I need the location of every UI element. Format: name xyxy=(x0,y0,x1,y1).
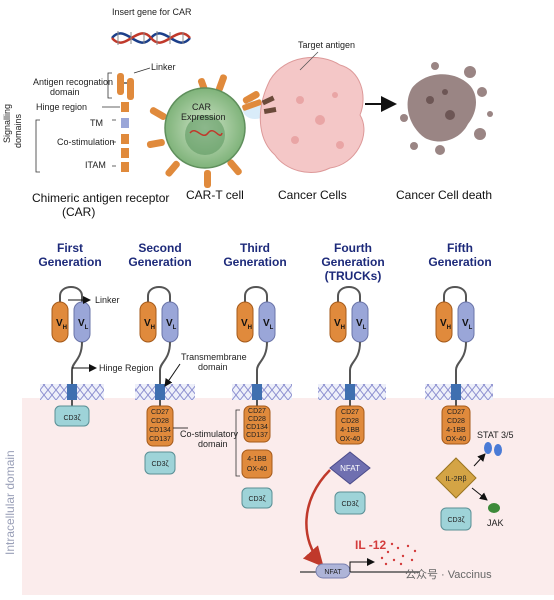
gen4-title-line3: (TRUCKs) xyxy=(325,269,382,283)
il12-secretion-dots xyxy=(380,542,417,566)
svg-text:OX-40: OX-40 xyxy=(247,466,267,473)
svg-text:4-1BB: 4-1BB xyxy=(247,456,267,463)
gen4-title-line1: Fourth xyxy=(334,241,372,255)
svg-text:VL: VL xyxy=(78,318,89,331)
bottom-tm-label-1: Transmembrane xyxy=(181,352,247,362)
gen2-title-line1: Second xyxy=(138,241,181,255)
svg-text:VL: VL xyxy=(462,318,473,331)
svg-text:CD28: CD28 xyxy=(341,418,359,425)
gen1-cd3z: CD3ζ xyxy=(54,400,90,427)
antigen-domain-label-2: domain xyxy=(50,87,80,97)
dead-cancer-cell-icon xyxy=(400,62,493,155)
receptor-gen1 xyxy=(51,286,91,400)
svg-text:CD3ζ: CD3ζ xyxy=(341,501,358,508)
bottom-linker-label: Linker xyxy=(95,295,120,305)
il12-label: IL -12 xyxy=(355,538,386,552)
hinge-region-label: Hinge region xyxy=(36,102,87,112)
intracellular-region xyxy=(22,398,554,595)
svg-text:CD27: CD27 xyxy=(248,408,266,415)
insert-gene-label: Insert gene for CAR xyxy=(112,7,192,17)
itam-label: ITAM xyxy=(85,160,106,170)
tm-label: TM xyxy=(90,118,103,128)
costim-domain-label-1: Co-stimulatory xyxy=(180,429,239,439)
svg-text:CD134: CD134 xyxy=(149,427,171,434)
cancer-cells-label: Cancer Cells xyxy=(278,188,347,202)
svg-text:IL-2Rβ: IL-2Rβ xyxy=(445,476,466,483)
svg-text:CD3ζ: CD3ζ xyxy=(447,517,464,524)
svg-text:NFAT: NFAT xyxy=(324,569,342,576)
svg-text:CD27: CD27 xyxy=(447,409,465,416)
car-title-2: (CAR) xyxy=(62,205,95,219)
gen4-title-line2: Generation xyxy=(321,255,384,269)
linker-label: Linker xyxy=(151,62,176,72)
svg-text:CD3ζ: CD3ζ xyxy=(248,496,265,503)
gen3-signalling: CD27 CD28 CD134 CD137 4-1BB OX-40 CD3ζ xyxy=(235,400,273,509)
vh-vl-labels: VH VL VH VL VH VL VH VL VH VL xyxy=(56,318,473,331)
receptor-gen4 xyxy=(329,286,369,400)
svg-text:CD137: CD137 xyxy=(149,436,171,443)
svg-text:VH: VH xyxy=(334,318,345,331)
bottom-tm-label-2: domain xyxy=(198,362,228,372)
target-antigen-label: Target antigen xyxy=(298,40,355,50)
gen3-title-line2: Generation xyxy=(223,255,286,269)
gen2-title-line2: Generation xyxy=(128,255,191,269)
cancer-cell-icon xyxy=(259,56,365,173)
cancer-death-label: Cancer Cell death xyxy=(396,188,492,202)
car-expression-label-1: CAR xyxy=(192,102,212,112)
receptor-gen5 xyxy=(435,286,475,400)
signalling-label-2: domains xyxy=(13,113,23,148)
watermark: 公众号 · Vaccinus xyxy=(405,568,492,581)
gen5-title-line1: Fifth xyxy=(447,241,473,255)
svg-text:VL: VL xyxy=(166,318,177,331)
svg-text:4-1BB: 4-1BB xyxy=(340,427,360,434)
receptor-gen2 xyxy=(139,286,179,400)
signalling-label-1: Signalling xyxy=(2,104,12,143)
car-schematic xyxy=(117,73,134,172)
svg-text:VL: VL xyxy=(263,318,274,331)
svg-text:OX-40: OX-40 xyxy=(340,436,360,443)
svg-text:VH: VH xyxy=(241,318,252,331)
car-t-cell-icon xyxy=(146,74,260,188)
tm-arrow xyxy=(164,363,181,387)
svg-text:OX-40: OX-40 xyxy=(446,436,466,443)
stat-label: STAT 3/5 xyxy=(477,430,514,440)
gen4-signalling: CD27 CD28 4-1BB OX-40 NFAT CD3ζ xyxy=(329,400,371,515)
svg-text:CD27: CD27 xyxy=(341,409,359,416)
svg-text:VL: VL xyxy=(356,318,367,331)
intracellular-label: Intracellular domain xyxy=(3,450,17,555)
svg-text:CD28: CD28 xyxy=(447,418,465,425)
nfat-promoter: NFAT xyxy=(300,558,420,579)
gen5-signalling: CD27 CD28 4-1BB OX-40 IL-2Rβ CD3ζ xyxy=(435,400,502,531)
receptor-gen3 xyxy=(236,286,276,400)
svg-text:4-1BB: 4-1BB xyxy=(446,427,466,434)
gen2-signalling: CD27 CD28 CD134 CD137 CD3ζ xyxy=(144,400,176,475)
svg-text:CD28: CD28 xyxy=(151,418,169,425)
svg-text:CD28: CD28 xyxy=(248,416,266,423)
svg-text:CD3ζ: CD3ζ xyxy=(151,461,168,468)
svg-text:VH: VH xyxy=(56,318,67,331)
gen5-title-line2: Generation xyxy=(428,255,491,269)
nfat-pathway-arrow xyxy=(302,469,331,567)
costim-domain-label-2: domain xyxy=(198,439,228,449)
car-title-1: Chimeric antigen receptor xyxy=(32,191,169,205)
svg-text:NFAT: NFAT xyxy=(340,464,360,473)
svg-text:CD27: CD27 xyxy=(151,409,169,416)
gen1-title-line1: First xyxy=(57,241,83,255)
gen1-title-line2: Generation xyxy=(38,255,101,269)
bottom-hinge-label: Hinge Region xyxy=(99,363,154,373)
dna-icon xyxy=(111,31,191,45)
car-expression-label-2: Expression xyxy=(181,112,226,122)
car-t-cell-label: CAR-T cell xyxy=(186,188,244,202)
costim-label: Co-stimulation xyxy=(57,137,115,147)
jak-label: JAK xyxy=(487,518,504,528)
antigen-domain-label-1: Antigen recognation xyxy=(33,77,113,87)
svg-text:VH: VH xyxy=(144,318,155,331)
svg-text:CD3ζ: CD3ζ xyxy=(63,415,80,422)
svg-text:CD137: CD137 xyxy=(246,432,268,439)
gen3-title-line1: Third xyxy=(240,241,270,255)
svg-text:CD134: CD134 xyxy=(246,424,268,431)
svg-text:VH: VH xyxy=(440,318,451,331)
